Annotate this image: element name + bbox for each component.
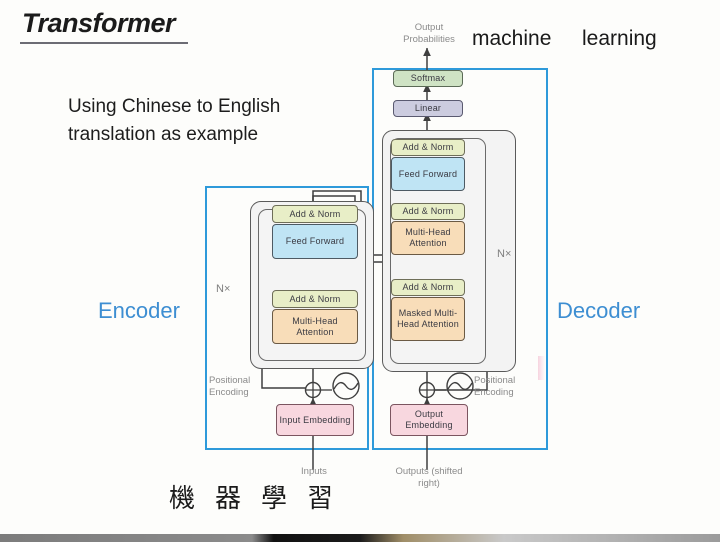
decoder-cross-attention[interactable]: Multi-Head Attention (391, 221, 465, 255)
input-token-1: 機 (169, 484, 196, 514)
decoder-masked-multi-head-attention[interactable]: Masked Multi-Head Attention (391, 297, 465, 341)
output-word-learning: learning (582, 27, 657, 50)
decoder-softmax[interactable]: Softmax (393, 70, 463, 87)
title-underline (20, 42, 188, 44)
encoder-inputs-caption: Inputs (301, 466, 327, 477)
encoder-positional-encoding-label: Positional Encoding (209, 375, 251, 398)
decoder-positional-encoding-label: Positional Encoding (474, 375, 516, 398)
decoder-output-embedding[interactable]: Output Embedding (390, 404, 468, 436)
encoder-label: Encoder (98, 298, 180, 323)
decoder-addnorm-feedforward[interactable]: Add & Norm (391, 139, 465, 156)
slide-subtitle: Using Chinese to English translation as … (68, 96, 281, 145)
encoder-repeat-label: N× (216, 283, 231, 295)
encoder-multi-head-attention[interactable]: Multi-Head Attention (272, 309, 358, 344)
highlight-artifact (538, 356, 545, 380)
encoder-input-embedding[interactable]: Input Embedding (276, 404, 354, 436)
decoder-outputs-caption: Outputs (shifted right) (395, 466, 463, 489)
decoder-linear[interactable]: Linear (393, 100, 463, 117)
decoder-feed-forward[interactable]: Feed Forward (391, 157, 465, 191)
decoder-addnorm-masked-attention[interactable]: Add & Norm (391, 279, 465, 296)
decoder-label: Decoder (557, 298, 641, 323)
input-token-3: 學 (261, 484, 288, 514)
decoder-addnorm-cross-attention[interactable]: Add & Norm (391, 203, 465, 220)
encoder-feed-forward[interactable]: Feed Forward (272, 224, 358, 259)
input-token-4: 習 (307, 484, 334, 514)
decoder-output-probabilities-caption: Output Probabilities (403, 22, 455, 45)
input-token-2: 器 (215, 484, 242, 514)
page-title: Transformer (22, 8, 176, 38)
decoder-repeat-label: N× (497, 248, 512, 260)
encoder-addnorm-attention[interactable]: Add & Norm (272, 290, 358, 308)
screen-bottom-edge (0, 534, 720, 542)
encoder-addnorm-feedforward[interactable]: Add & Norm (272, 205, 358, 223)
output-word-machine: machine (472, 27, 552, 50)
